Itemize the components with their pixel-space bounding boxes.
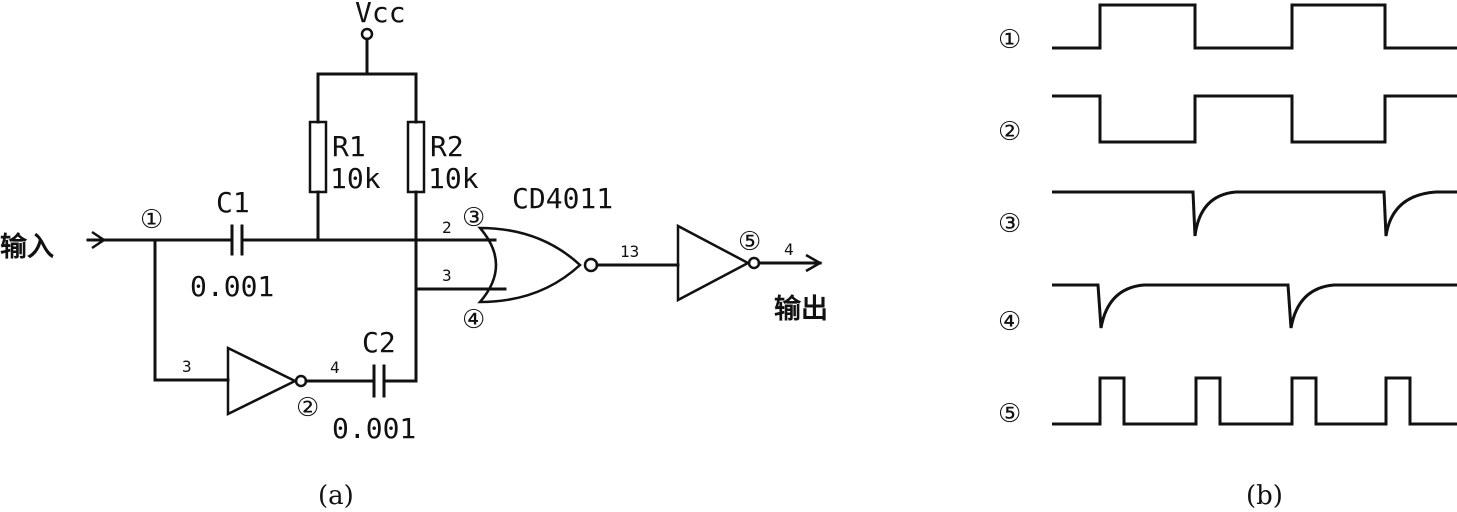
waveform-2 (1052, 94, 1457, 144)
waveform-1 (1052, 3, 1457, 50)
gate-in-a-pin: 2 (442, 218, 452, 237)
circuit-diagram: Vcc R1 10k R2 10k 输入 ① C1 0.001 3 ② 4 (0, 0, 828, 511)
c1-value: 0.001 (190, 270, 274, 303)
nor-gate-bubble (583, 257, 599, 273)
output-arrow (805, 253, 823, 273)
wave-1-label: ① (998, 25, 1021, 55)
inv2-out-pin: 4 (784, 240, 794, 259)
wave-5-label: ⑤ (998, 399, 1021, 429)
node-1-label: ① (140, 205, 163, 235)
c2-value: 0.001 (332, 412, 416, 445)
c1-name: C1 (216, 186, 250, 219)
gate-in-b-pin: 3 (442, 266, 452, 285)
wave-4-label: ④ (998, 307, 1021, 337)
node-5-label: ⑤ (738, 227, 761, 257)
input-arrow (91, 230, 107, 250)
inv1-in-pin: 3 (182, 357, 192, 376)
node-4-label: ④ (462, 305, 485, 335)
r2-value: 10k (428, 162, 479, 195)
inv1-out-pin: 4 (330, 358, 340, 377)
r1-value: 10k (330, 162, 381, 195)
wave-3-label: ③ (998, 209, 1021, 239)
node-3-label: ③ (462, 203, 485, 233)
wave-2-label: ② (998, 117, 1021, 147)
caption-a: (a) (318, 481, 354, 511)
nor-gate (477, 226, 582, 304)
waveform-4 (1052, 283, 1457, 329)
r2-name: R2 (430, 130, 464, 163)
lower-branch-wire (153, 238, 230, 382)
ic-label: CD4011 (512, 182, 613, 215)
output-label: 输出 (774, 293, 828, 325)
inverter-2 (676, 223, 751, 303)
resistor-r1 (308, 120, 328, 194)
input-label: 输入 (0, 231, 54, 263)
caption-b: (b) (1246, 481, 1283, 511)
r1-name: R1 (332, 130, 366, 163)
waveform-3 (1052, 190, 1457, 237)
c2-name: C2 (362, 326, 396, 359)
gate-out-pin: 13 (620, 242, 639, 261)
inverter-1 (226, 345, 298, 417)
node-2-label: ② (296, 393, 319, 423)
vcc-label: Vcc (355, 0, 406, 29)
resistor-r2 (406, 120, 426, 194)
waveform-diagram: ① ② ③ ④ ⑤ (b) (998, 3, 1457, 511)
waveform-5 (1052, 376, 1457, 426)
